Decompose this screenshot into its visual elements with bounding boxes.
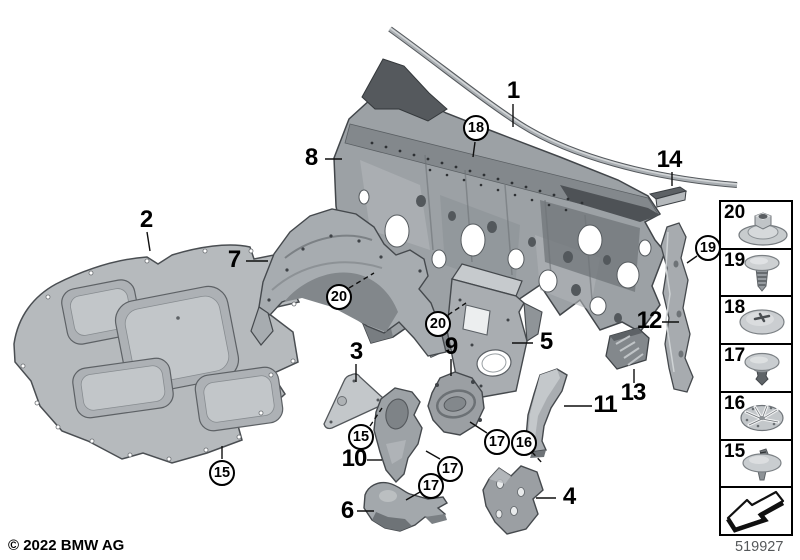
callout-3[interactable]: 3 (349, 338, 363, 365)
dome-washer-screw-icon (739, 309, 785, 335)
callout-18[interactable]: 18 (463, 115, 489, 141)
legend-number: 18 (724, 297, 746, 319)
legend-direction-cell (721, 488, 791, 534)
callout-5[interactable]: 5 (539, 328, 553, 355)
callout-19[interactable]: 19 (695, 235, 721, 261)
expanding-rivet-icon (744, 255, 780, 293)
callout-15-a[interactable]: 15 (209, 460, 235, 486)
part-6-lower-shield (363, 481, 449, 532)
part-3-triangle-pad (323, 373, 386, 430)
part-1-sealing-strip (388, 26, 738, 188)
legend-number: 17 (724, 345, 746, 367)
callout-4[interactable]: 4 (562, 483, 576, 510)
callout-12[interactable]: 12 (636, 307, 663, 334)
callout-14[interactable]: 14 (656, 146, 683, 173)
legend-number: 20 (724, 202, 746, 223)
viewing-direction-arrow-icon (726, 490, 785, 533)
callout-11[interactable]: 11 (593, 391, 617, 418)
callout-7[interactable]: 7 (227, 246, 241, 273)
callout-17-c[interactable]: 17 (418, 473, 444, 499)
part-4-bracket (482, 465, 544, 535)
callout-10[interactable]: 10 (341, 445, 368, 472)
part-13-block (605, 327, 650, 370)
fastener-legend: 20 19 18 (719, 200, 793, 536)
leader-lines (146, 104, 698, 512)
dome-screw-fastener-icon (742, 448, 782, 481)
callout-2[interactable]: 2 (139, 206, 153, 233)
legend-number: 19 (724, 249, 746, 271)
callout-6[interactable]: 6 (340, 497, 354, 524)
flanged-nut-icon (738, 212, 788, 246)
callout-13[interactable]: 13 (620, 379, 647, 406)
legend-item-20[interactable]: 20 (721, 202, 791, 250)
callout-1[interactable]: 1 (506, 77, 520, 104)
part-11-column-insulation (525, 368, 568, 458)
legend-item-18[interactable]: 18 (721, 297, 791, 346)
callout-16[interactable]: 16 (511, 430, 537, 456)
callout-20-a[interactable]: 20 (326, 284, 352, 310)
legend-item-15[interactable]: 15 (721, 441, 791, 489)
part-14-pad (648, 186, 688, 208)
spread-plate-clip-icon (740, 404, 784, 431)
part-10-bracket-insulation (373, 387, 423, 484)
part-12-a-pillar-strip (660, 222, 694, 393)
part-2-hood-insulation (13, 244, 301, 464)
callout-20-b[interactable]: 20 (425, 311, 451, 337)
part-9-mount-insulation (427, 371, 485, 436)
diagram-number: 519927 (735, 539, 784, 555)
copyright-notice: © 2022 BMW AG (8, 537, 125, 554)
legend-item-19[interactable]: 19 (721, 250, 791, 298)
callout-15-b[interactable]: 15 (348, 424, 374, 450)
callout-9[interactable]: 9 (444, 333, 458, 360)
legend-item-16[interactable]: 16 (721, 393, 791, 441)
legend-number: 15 (724, 440, 746, 462)
part-7-wheelarch-insulation (250, 208, 447, 357)
legend-item-17[interactable]: 17 (721, 345, 791, 393)
callout-8[interactable]: 8 (304, 144, 318, 171)
callout-17-a[interactable]: 17 (484, 429, 510, 455)
legend-number: 16 (724, 392, 746, 414)
part-5-side-panel-insulation (446, 263, 543, 399)
dome-head-clip-icon (744, 352, 780, 386)
